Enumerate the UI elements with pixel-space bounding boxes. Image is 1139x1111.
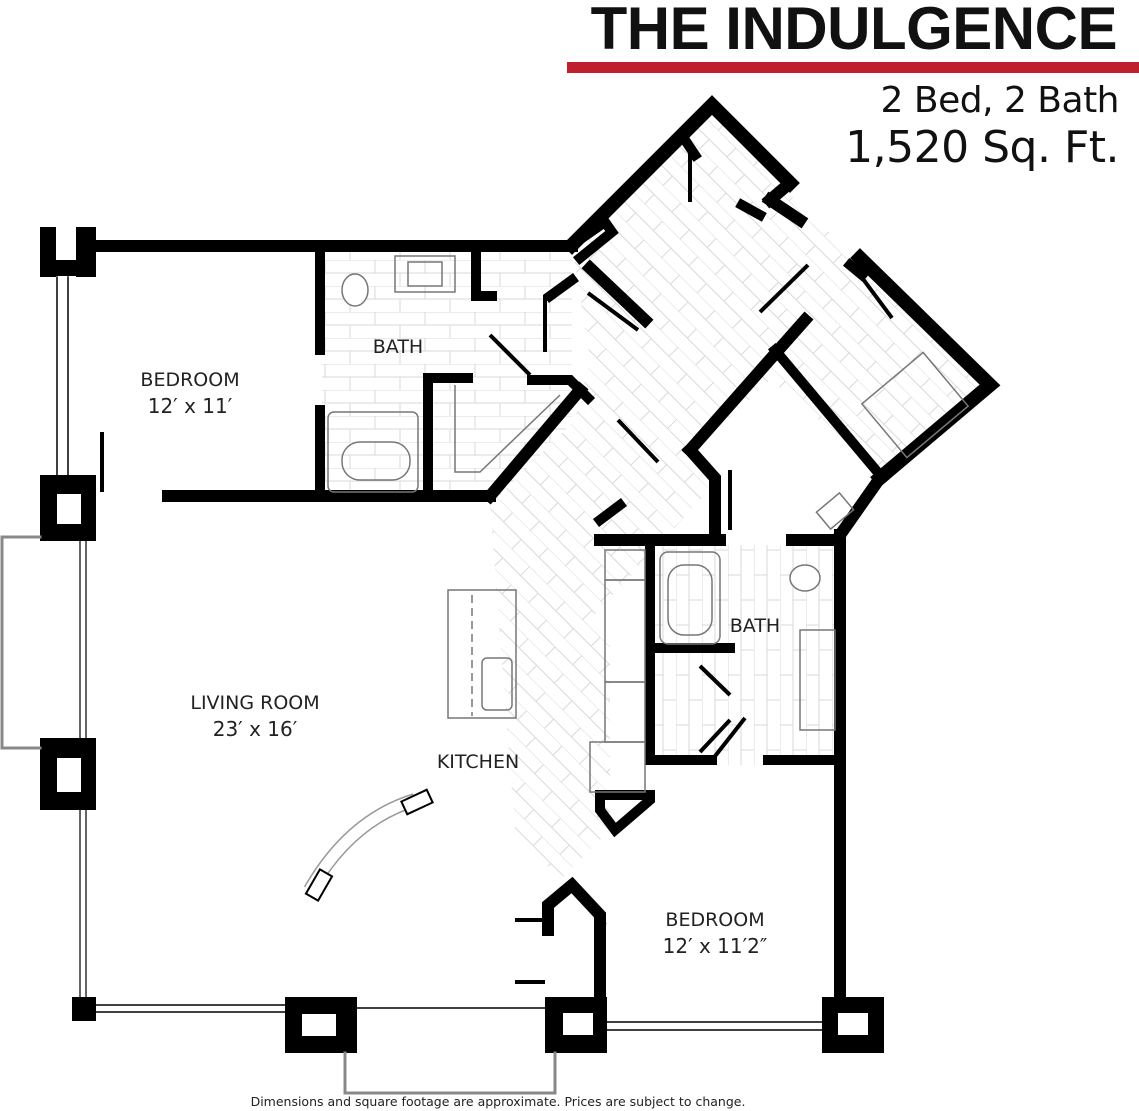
room-bedroom-2: BEDROOM 12′ x 11′2″: [640, 907, 790, 959]
room-name: LIVING ROOM: [190, 692, 320, 714]
room-name: BEDROOM: [140, 369, 240, 391]
room-living-room: LIVING ROOM 23′ x 16′: [170, 690, 340, 742]
beds-baths-label: 2 Bed, 2 Bath: [880, 80, 1120, 121]
room-bath-1: BATH: [360, 334, 436, 360]
plan-title: THE INDULGENCE: [590, 0, 1118, 62]
room-name: KITCHEN: [436, 751, 520, 773]
room-name: BEDROOM: [665, 909, 765, 931]
fixtures: [303, 255, 970, 902]
room-dimensions: 12′ x 11′2″: [662, 934, 768, 958]
room-bath-2: BATH: [720, 613, 790, 639]
room-name: BATH: [729, 615, 781, 637]
room-kitchen: KITCHEN: [428, 749, 528, 775]
disclaimer-text: Dimensions and square footage are approx…: [250, 1094, 746, 1109]
square-footage-label: 1,520 Sq. Ft.: [845, 122, 1119, 173]
room-dimensions: 23′ x 16′: [212, 717, 298, 741]
title-underline: [567, 62, 1139, 73]
room-name: BATH: [372, 336, 424, 358]
walls: [0, 95, 1001, 1095]
room-dimensions: 12′ x 11′: [147, 394, 233, 418]
room-bedroom-1: BEDROOM 12′ x 11′: [120, 367, 260, 419]
doors: [100, 150, 894, 984]
